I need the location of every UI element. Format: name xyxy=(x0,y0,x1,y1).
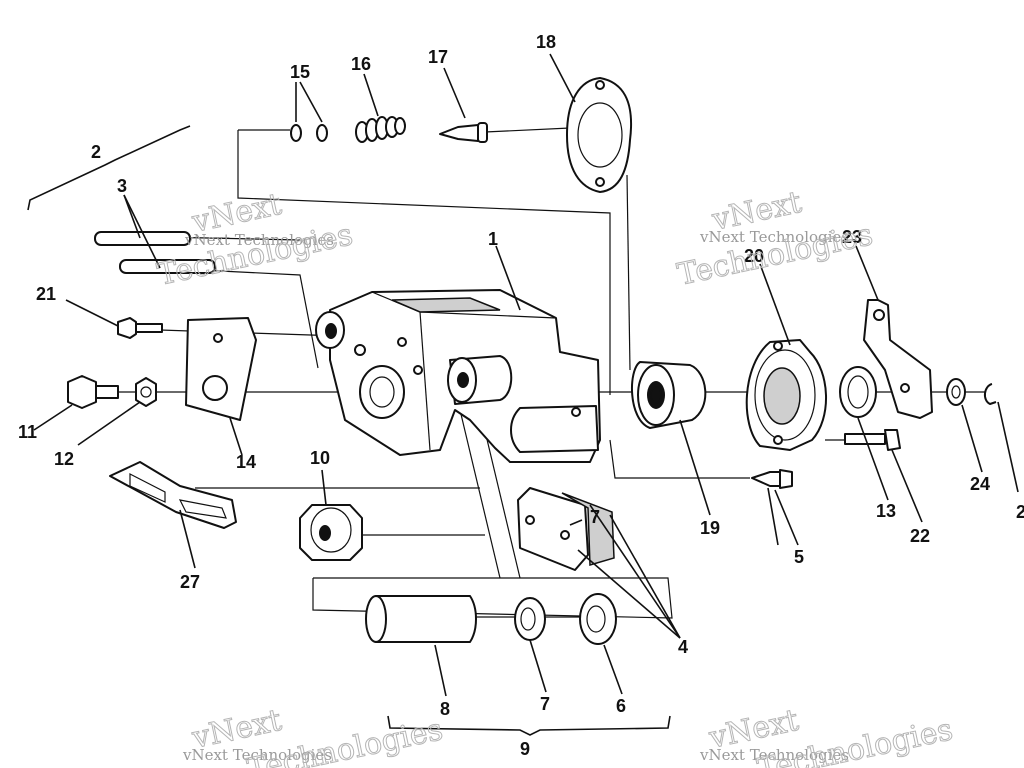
callout-13: 13 xyxy=(876,501,896,521)
callout-7-lower: 7 xyxy=(540,694,550,714)
watermark-text-1: vNext Technologies xyxy=(184,231,334,249)
callout-8: 8 xyxy=(440,699,450,719)
callout-27: 27 xyxy=(180,572,200,592)
callout-12: 12 xyxy=(54,449,74,469)
gasket xyxy=(566,77,632,193)
callout-6: 6 xyxy=(616,696,626,716)
callout-5: 5 xyxy=(794,547,804,567)
brake-pads xyxy=(517,487,615,571)
caliper-body xyxy=(315,289,601,463)
watermark-outline-1b: Technologies xyxy=(154,217,355,293)
bolt-small xyxy=(117,317,163,339)
watermark-text-3: vNext Technologies xyxy=(182,746,332,764)
callout-7-upper: 7 xyxy=(590,507,600,527)
callout-4: 4 xyxy=(678,637,688,657)
callout-11: 11 xyxy=(18,422,37,442)
callout-labels: 1 2 3 4 5 6 7 7 8 9 10 11 12 13 14 15 16… xyxy=(18,32,1024,759)
spacer-ring xyxy=(839,366,877,418)
callout-21: 21 xyxy=(36,284,56,304)
washer xyxy=(946,378,966,406)
mounting-plate xyxy=(185,317,257,421)
adjuster-housing xyxy=(745,339,828,451)
spring xyxy=(355,116,406,143)
leader-lines xyxy=(27,53,1019,736)
callout-1: 1 xyxy=(488,229,498,249)
watermark-text-4: vNext Technologies xyxy=(699,746,849,764)
piston xyxy=(365,595,477,643)
callout-16: 16 xyxy=(351,54,371,74)
callout-22: 22 xyxy=(910,526,930,546)
bleeder-screw xyxy=(751,469,793,489)
watermark-text-2: vNext Technologies xyxy=(699,228,849,246)
callout-3: 3 xyxy=(117,176,127,196)
retaining-clip xyxy=(109,461,237,529)
hex-nut-large xyxy=(299,504,363,561)
callout-15: 15 xyxy=(290,62,310,82)
piston-seal xyxy=(514,597,546,641)
callout-10: 10 xyxy=(310,448,330,468)
callout-2: 2 xyxy=(91,142,101,162)
watermarks: vNext Technologies vNext Technologies vN… xyxy=(154,184,956,768)
dust-boot xyxy=(579,593,617,645)
callout-24: 24 xyxy=(970,474,990,494)
guide-pins xyxy=(94,231,216,274)
hex-nut xyxy=(135,377,157,407)
callout-17: 17 xyxy=(428,47,448,67)
o-ring-pair xyxy=(290,124,328,142)
bushing-housing xyxy=(631,361,707,429)
housing-bolt xyxy=(844,429,901,451)
callout-20: 20 xyxy=(744,246,764,266)
callout-18: 18 xyxy=(536,32,556,52)
callout-14: 14 xyxy=(236,452,256,472)
callout-25-partial: 2 xyxy=(1016,502,1024,522)
plunger-pin xyxy=(439,122,488,143)
callout-9: 9 xyxy=(520,739,530,759)
callout-19: 19 xyxy=(700,518,720,538)
actuating-lever xyxy=(863,299,933,419)
circlip xyxy=(984,383,997,405)
hex-bolt xyxy=(67,375,119,409)
callout-23: 23 xyxy=(842,227,862,247)
